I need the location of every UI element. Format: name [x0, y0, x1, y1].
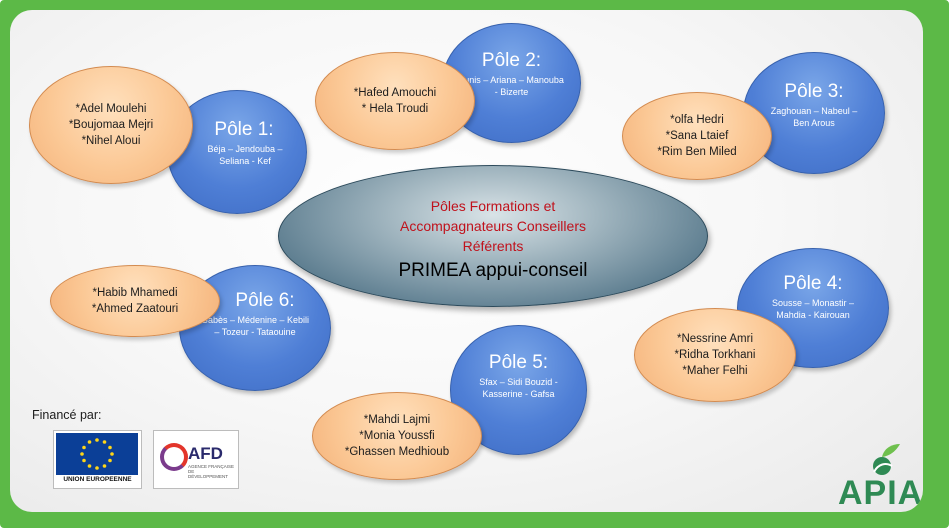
- member: *Monia Youssfi: [359, 430, 435, 442]
- pole-3-members: *olfa Hedri *Sana Ltaief *Rim Ben Miled: [622, 92, 772, 180]
- center-title-line-2: Accompagnateurs Conseillers: [400, 218, 586, 234]
- pole-5-title: Pôle 5:: [488, 352, 549, 373]
- pole-2-title: Pôle 2:: [481, 50, 542, 71]
- pole-6-members: *Habib Mhamedi *Ahmed Zaatouri: [50, 265, 220, 337]
- member: *Mahdi Lajmi: [363, 414, 431, 426]
- pole-3-circle: Pôle 3: Zaghouan – Nabeul – Ben Arous: [743, 52, 885, 174]
- member: *Boujomaa Mejri: [68, 119, 154, 131]
- pole-4-members: *Nessrine Amri *Ridha Torkhani *Maher Fe…: [634, 308, 796, 402]
- pole-2-members: *Hafed Amouchi * Hela Troudi: [315, 52, 475, 150]
- apia-wordmark: APIA: [838, 474, 923, 512]
- member: *Nihel Aloui: [81, 135, 141, 147]
- center-ellipse: Pôles Formations et Accompagnateurs Cons…: [278, 165, 708, 307]
- member: *Sana Ltaief: [665, 130, 729, 142]
- center-title-line-1: Pôles Formations et: [430, 198, 556, 214]
- member: *Ahmed Zaatouri: [91, 303, 179, 315]
- pole-1-members: *Adel Moulehi *Boujomaa Mejri *Nihel Alo…: [29, 66, 193, 184]
- pole-6-regions: Gabès – Médenine – Kebili – Tozeur - Tat…: [200, 315, 310, 337]
- eu-logo: UNION EUROPEENNE: [53, 430, 142, 489]
- pole-5-regions: Sfax – Sidi Bouzid - Kasserine - Gafsa: [479, 377, 558, 399]
- member: *Nessrine Amri: [676, 333, 754, 345]
- member: *Ridha Torkhani: [674, 349, 756, 361]
- pole-3-regions: Zaghouan – Nabeul – Ben Arous: [770, 106, 858, 128]
- member: *Ghassen Medhioub: [344, 446, 450, 458]
- member: *Rim Ben Miled: [657, 146, 737, 158]
- pole-5-circle: Pôle 5: Sfax – Sidi Bouzid - Kasserine -…: [450, 325, 587, 455]
- center-subtitle: PRIMEA appui-conseil: [398, 260, 588, 281]
- apia-leaf-icon: [873, 444, 900, 475]
- financed-by-label: Financé par:: [32, 408, 102, 422]
- apia-logo: APIA: [838, 442, 923, 512]
- member: *Hafed Amouchi: [353, 87, 437, 99]
- diagram-panel: Pôle 1: Béja – Jendouba – Seliana - Kef …: [10, 10, 923, 512]
- eu-flag-icon: [56, 433, 138, 475]
- afd-logo: AFD AGENCE FRANÇAISE DE DÉVELOPPEMENT: [153, 430, 239, 489]
- afd-caption: AGENCE FRANÇAISE DE DÉVELOPPEMENT: [188, 464, 235, 479]
- member: *olfa Hedri: [670, 114, 724, 126]
- pole-2-regions: Tunis – Ariana – Manouba - Bizerte: [459, 75, 564, 97]
- center-title-line-3: Référents: [462, 238, 524, 254]
- afd-name: AFD: [188, 444, 223, 463]
- pole-6-title: Pôle 6:: [235, 290, 295, 311]
- afd-ring-icon: [160, 443, 188, 471]
- member: *Habib Mhamedi: [92, 287, 178, 299]
- pole-1-regions: Béja – Jendouba – Seliana - Kef: [207, 144, 283, 166]
- member: *Adel Moulehi: [75, 103, 147, 115]
- pole-3-title: Pôle 3:: [784, 81, 844, 102]
- pole-5-members: *Mahdi Lajmi *Monia Youssfi *Ghassen Med…: [312, 392, 482, 480]
- pole-4-regions: Sousse – Monastir – Mahdia - Kairouan: [771, 298, 855, 320]
- member: * Hela Troudi: [361, 103, 429, 115]
- pole-4-title: Pôle 4:: [783, 273, 843, 294]
- eu-caption: UNION EUROPEENNE: [63, 476, 132, 483]
- member: *Maher Felhi: [682, 365, 748, 377]
- pole-1-title: Pôle 1:: [214, 119, 274, 140]
